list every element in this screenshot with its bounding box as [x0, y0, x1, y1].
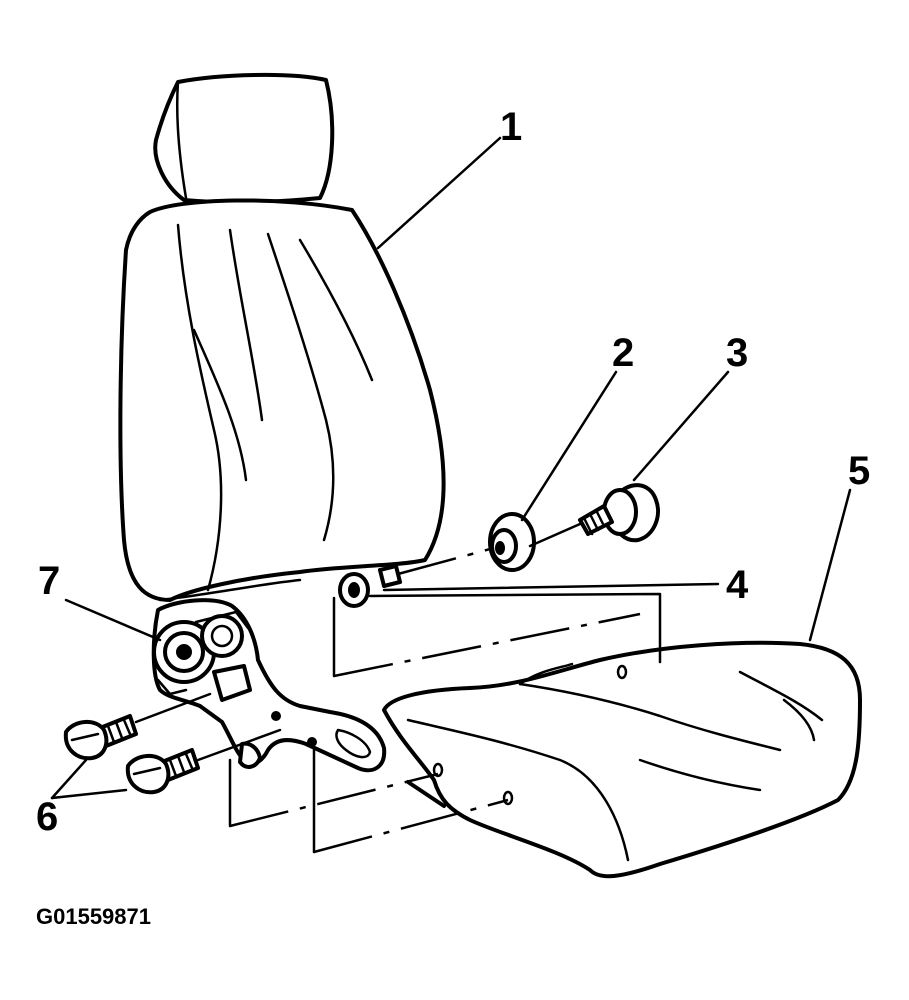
callout-2: 2: [612, 331, 634, 375]
leader-6a: [50, 758, 88, 800]
headrest: [153, 72, 335, 205]
leader-lines: [50, 136, 852, 800]
recliner-mechanism: [151, 598, 387, 773]
bushing: [338, 564, 402, 608]
leader-2: [520, 370, 618, 522]
leader-1: [376, 136, 502, 250]
knob-bolt: [578, 483, 660, 543]
alignment-lines: [134, 522, 662, 854]
leader-7: [64, 598, 162, 642]
bolt-lower: [125, 748, 200, 795]
leader-4: [382, 582, 720, 592]
bolt-upper: [63, 714, 138, 761]
callout-4: 4: [726, 563, 749, 607]
callout-7: 7: [38, 559, 60, 603]
seat-cushion: [382, 640, 862, 879]
callout-1: 1: [500, 105, 522, 149]
leader-6b: [50, 788, 128, 800]
callout-3: 3: [726, 331, 748, 375]
callout-5: 5: [848, 449, 870, 493]
callout-6: 6: [36, 795, 58, 839]
washer: [488, 512, 536, 572]
seatback: [118, 198, 446, 602]
leader-5: [808, 488, 852, 642]
leader-3: [632, 370, 730, 482]
figure-id: G01559871: [36, 904, 151, 929]
